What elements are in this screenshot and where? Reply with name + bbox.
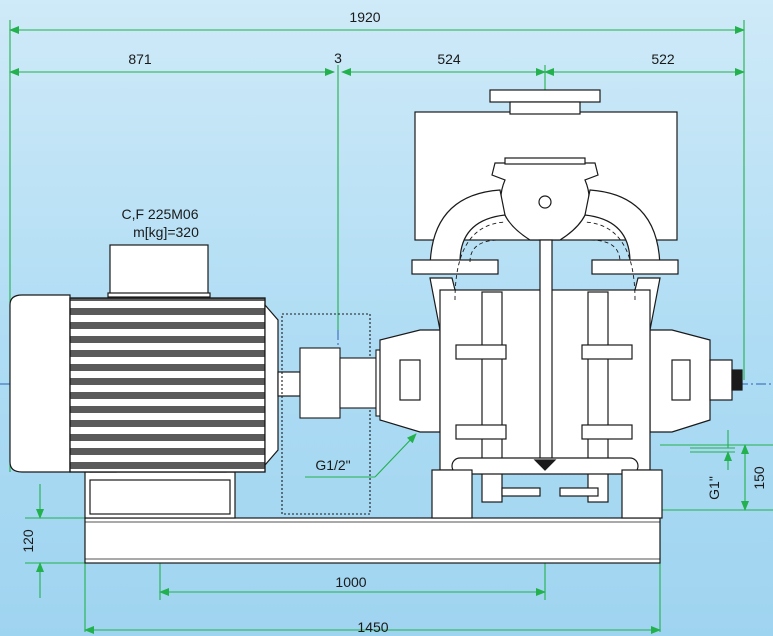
motor xyxy=(9,244,301,473)
dim-motor-section: 871 xyxy=(128,51,152,67)
dimension-lines xyxy=(9,20,773,634)
coupling xyxy=(281,313,383,515)
dim-base-height: 120 xyxy=(20,529,36,553)
dim-coupling-gap: 3 xyxy=(334,50,342,66)
drain-port-label: G1/2" xyxy=(315,457,350,473)
dim-outlet-height: 150 xyxy=(751,466,767,490)
pump-hidden-lines xyxy=(454,221,636,301)
motor-mass-label: m[kg]=320 xyxy=(133,224,199,240)
dimension-labels: 1920 871 3 524 522 1000 1450 120 150 xyxy=(20,9,767,635)
dim-base-length: 1450 xyxy=(357,619,388,635)
dim-pump-right-half: 522 xyxy=(651,51,675,67)
motor-model-label: C,F 225M06 xyxy=(121,206,198,222)
vacuum-pump xyxy=(379,89,743,519)
dim-overall-length: 1920 xyxy=(349,9,380,25)
side-port-label: G1" xyxy=(706,476,722,500)
dim-pump-left-half: 524 xyxy=(437,51,461,67)
annotation-labels: C,F 225M06 m[kg]=320 G1/2" G1" xyxy=(121,206,722,500)
base-frame xyxy=(84,517,661,564)
dim-rail-spacing: 1000 xyxy=(335,574,366,590)
